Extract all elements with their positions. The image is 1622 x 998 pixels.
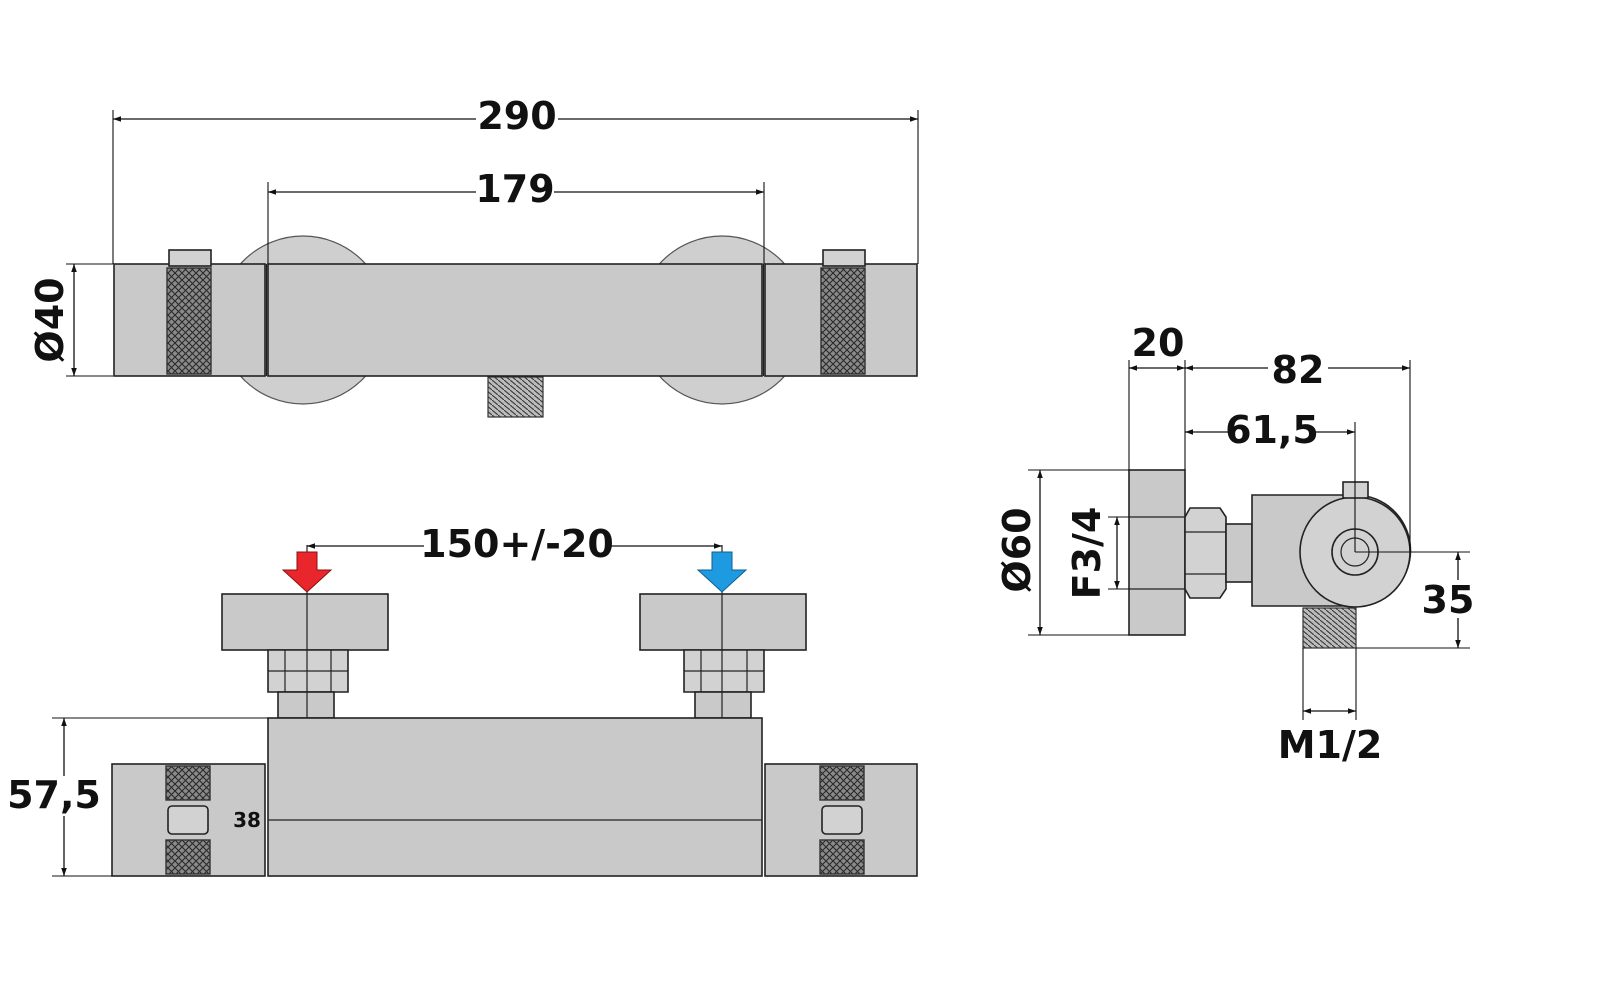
side-outlet-thread — [1302, 607, 1357, 649]
button-top-left — [168, 249, 212, 267]
dim-inlet-thread: F3/4 — [1065, 507, 1109, 600]
dim-eccentric-width: 20 — [1132, 321, 1185, 365]
top-center-body — [267, 263, 763, 377]
dim-outlet-thread: M1/2 — [1278, 723, 1383, 767]
knurled-grip-top-left — [166, 267, 212, 375]
button-front-right — [821, 805, 863, 835]
hot-water-arrow — [281, 551, 333, 593]
eccentric-flange-right — [639, 593, 807, 651]
dim-body-diameter: Ø40 — [28, 277, 72, 362]
dim-inlet-spacing-adjust: 150+/-20 — [420, 522, 614, 566]
connector-stub-right — [694, 691, 752, 719]
knurled-grip-top-right — [820, 267, 866, 375]
top-view: 290 179 Ø40 — [28, 94, 919, 418]
outlet-thread-top — [487, 376, 544, 418]
button-top-right — [822, 249, 866, 267]
dim-side-depth: 82 — [1272, 348, 1325, 392]
knurled-grip-front-right-upper — [819, 765, 865, 801]
side-connector — [1225, 523, 1253, 583]
side-hex-nut — [1184, 507, 1227, 599]
small-label-38: 38 — [233, 808, 261, 832]
knurled-grip-front-left-lower — [165, 839, 211, 875]
knurled-grip-front-right-lower — [819, 839, 865, 875]
eccentric-flange-left — [221, 593, 389, 651]
dim-eccentric-diameter: Ø60 — [995, 507, 1039, 592]
dim-outlet-height: 35 — [1422, 578, 1475, 622]
dim-overall-length: 290 — [477, 94, 556, 138]
dim-height-front: 57,5 — [7, 773, 101, 817]
front-view: 150+/-20 57,5 38 — [7, 522, 918, 877]
side-view: 20 82 61,5 Ø60 F3/4 35 M1/2 — [995, 321, 1474, 767]
dim-outlet-offset: 61,5 — [1225, 408, 1319, 452]
connector-stub-left — [277, 691, 335, 719]
dim-inlet-spacing-top: 179 — [475, 167, 554, 211]
wall-flange — [1128, 469, 1186, 636]
button-front-left — [167, 805, 209, 835]
knurled-grip-front-left-upper — [165, 765, 211, 801]
cold-water-arrow — [696, 551, 748, 593]
front-center-body — [267, 717, 763, 877]
